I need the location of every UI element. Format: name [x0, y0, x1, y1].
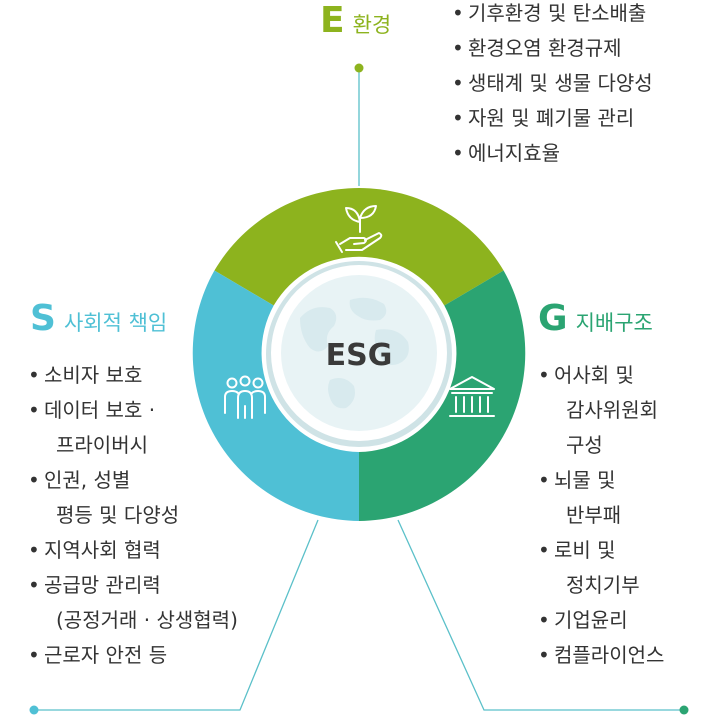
social-heading: S 사회적 책임 — [30, 301, 167, 337]
environment-title: 환경 — [352, 13, 392, 37]
environment-heading: E 환경 — [320, 3, 391, 39]
institution-building-icon — [449, 376, 495, 417]
list-item: 기후환경 및 탄소배출 — [452, 0, 653, 31]
list-item: 공급망 관리력 (공정거래 · 상생협력) — [28, 568, 238, 638]
list-item: 지역사회 협력 — [28, 533, 238, 568]
list-item-line: (공정거래 · 상생협력) — [56, 608, 238, 632]
governance-connector-line — [397, 519, 684, 711]
list-item: 데이터 보호 · 프라이버시 — [28, 393, 238, 463]
list-item-line: 프라이버시 — [56, 433, 148, 457]
list-item-line: 데이터 보호 · — [44, 398, 156, 422]
social-connector-dot — [29, 705, 39, 715]
list-item: 컴플라이언스 — [538, 638, 664, 673]
list-item-line: 반부패 — [566, 503, 622, 527]
list-item-line: 감사위원회 — [566, 398, 658, 422]
plant-hand-icon — [335, 205, 383, 253]
list-item: 생태계 및 생물 다양성 — [452, 66, 653, 101]
list-item-line: 로비 및 — [554, 538, 616, 562]
list-item-line: 소비자 보호 — [44, 363, 143, 387]
list-item-line: 정치기부 — [566, 573, 640, 597]
list-item: 소비자 보호 — [28, 358, 238, 393]
list-item-line: 지역사회 협력 — [44, 538, 161, 562]
list-item-line: 근로자 안전 등 — [44, 643, 168, 667]
list-item-line: 생태계 및 생물 다양성 — [468, 71, 653, 95]
connector-lines — [34, 68, 684, 711]
governance-heading: G 지배구조 — [538, 301, 653, 337]
social-title: 사회적 책임 — [63, 311, 168, 335]
environment-connector-dot — [354, 63, 364, 73]
list-item-line: 기업윤리 — [554, 608, 628, 632]
list-item-line: 공급망 관리력 — [44, 573, 161, 597]
list-item-line: 구성 — [566, 433, 603, 457]
social-connector-line — [34, 519, 319, 711]
governance-segment — [359, 270, 526, 521]
list-item: 기업윤리 — [538, 603, 664, 638]
governance-item-list: 어사회 및감사위원회구성뇌물 및반부패로비 및정치기부기업윤리컴플라이언스 — [538, 358, 664, 673]
environment-segment — [214, 188, 504, 306]
list-item: 환경오염 환경규제 — [452, 31, 653, 66]
list-item: 자원 및 폐기물 관리 — [452, 101, 653, 136]
environment-item-list: 기후환경 및 탄소배출환경오염 환경규제생태계 및 생물 다양성자원 및 폐기물… — [452, 0, 653, 171]
list-item-line: 평등 및 다양성 — [56, 503, 180, 527]
list-item: 에너지효율 — [452, 136, 653, 171]
list-item-line: 환경오염 환경규제 — [468, 36, 622, 60]
list-item-line: 기후환경 및 탄소배출 — [468, 1, 647, 25]
list-item-line: 자원 및 폐기물 관리 — [468, 106, 635, 130]
list-item-line: 어사회 및 — [554, 363, 634, 387]
governance-letter: G — [538, 298, 568, 339]
list-item-line: 컴플라이언스 — [554, 643, 665, 667]
governance-title: 지배구조 — [575, 311, 653, 335]
list-item-line: 뇌물 및 — [554, 468, 616, 492]
environment-letter: E — [320, 0, 345, 41]
governance-connector-dot — [679, 705, 689, 715]
globe-map-shapes — [300, 297, 409, 409]
center-label: ESG — [326, 338, 393, 373]
list-item-line: 에너지효율 — [468, 141, 560, 165]
list-item: 근로자 안전 등 — [28, 638, 238, 673]
list-item-line: 인권, 성별 — [44, 468, 131, 492]
social-letter: S — [30, 298, 56, 339]
